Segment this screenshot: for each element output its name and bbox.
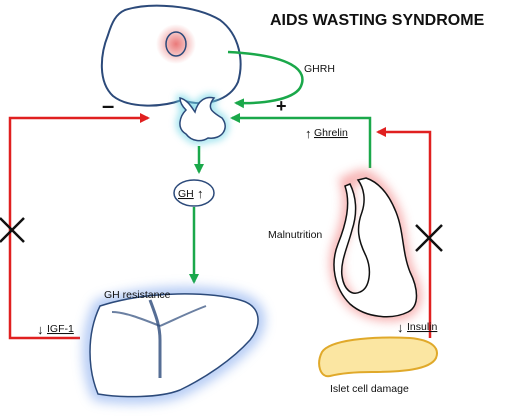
igf1-block-x-icon bbox=[0, 217, 25, 243]
insulin-block-x-icon bbox=[415, 224, 443, 252]
hypothalamus-icon bbox=[165, 31, 187, 57]
ghrh-arrow bbox=[227, 50, 304, 109]
liver-vessel bbox=[148, 299, 162, 378]
ghrelin-label: Ghrelin bbox=[314, 127, 348, 139]
ghrh-label: GHRH bbox=[304, 63, 335, 75]
plus-sign: + bbox=[276, 96, 287, 116]
hypothalamus-glow bbox=[156, 24, 196, 64]
ghrelin-arrow bbox=[230, 113, 372, 168]
pituitary-gland bbox=[176, 94, 229, 144]
malnutrition-label: Malnutrition bbox=[268, 229, 322, 241]
insulin-arrow bbox=[376, 127, 432, 338]
gh-node bbox=[173, 179, 215, 207]
liver bbox=[84, 287, 264, 403]
insulin-down-arrow-icon: ↓ bbox=[397, 320, 404, 335]
gh-up-arrow-icon: ↑ bbox=[197, 186, 204, 201]
igf1-label: IGF-1 bbox=[47, 323, 74, 335]
liver-outline bbox=[89, 293, 259, 398]
islet-damage-label: Islet cell damage bbox=[330, 383, 409, 395]
minus-sign: – bbox=[102, 93, 114, 118]
pancreas bbox=[318, 336, 438, 378]
stomach bbox=[330, 170, 422, 322]
pituitary-outline bbox=[179, 96, 226, 142]
brain bbox=[100, 4, 242, 107]
igf1-down-arrow-icon: ↓ bbox=[37, 322, 44, 337]
stomach-outline bbox=[333, 177, 418, 318]
gh-resistance-label: GH resistance bbox=[104, 289, 171, 301]
ghrelin-up-arrow-icon: ↑ bbox=[305, 126, 312, 141]
gh-label: GH bbox=[178, 188, 194, 200]
insulin-label: Insulin bbox=[407, 321, 438, 333]
diagram-title: AIDS WASTING SYNDROME bbox=[270, 12, 485, 29]
